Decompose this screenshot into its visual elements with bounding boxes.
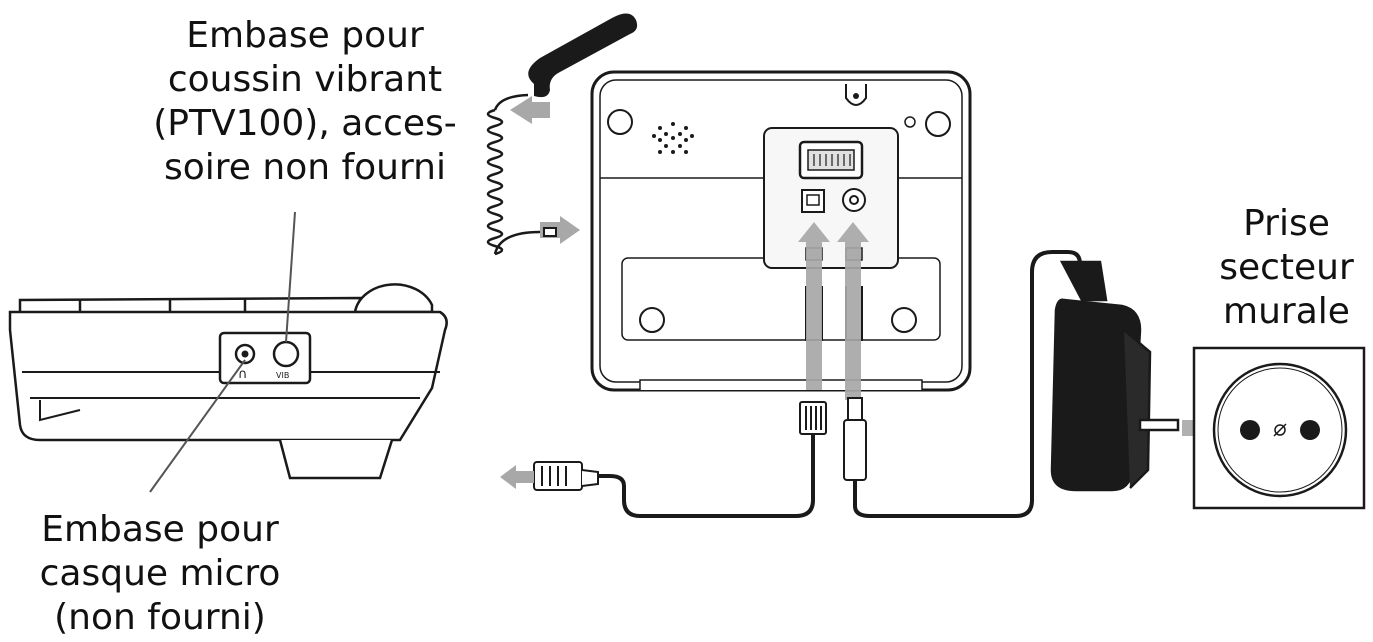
headset-label-line-3: (non fourni) (54, 597, 266, 638)
socket-label-line-1: Prise (1243, 203, 1330, 244)
headset-leader-line (149, 359, 246, 493)
wall-line-arrow (500, 465, 534, 489)
socket-label-line-2: secteur (1219, 247, 1354, 288)
insertion-arrows (798, 222, 869, 400)
phone-line-cable (580, 434, 815, 518)
power-cable (853, 250, 1082, 518)
power-adapter (1050, 260, 1180, 492)
power-plug (843, 397, 867, 481)
wall-socket-label: Prise secteur murale (1200, 202, 1373, 334)
vibrant-pad-jack-label: Embase pour coussin vibrant (PTV100), ac… (100, 14, 510, 190)
vibrant-label-line-3: (PTV100), acces- (153, 103, 457, 144)
rj11-wall-plug (533, 461, 599, 491)
headset-label-line-1: Embase pour (41, 509, 279, 550)
headset-label-line-2: casque micro (39, 553, 281, 594)
vibrant-label-line-1: Embase pour (186, 15, 424, 56)
headset-jack-label: Embase pour casque micro (non fourni) (20, 508, 300, 640)
vibrant-label-line-2: coussin vibrant (167, 59, 443, 100)
vibrant-label-line-4: soire non fourni (164, 147, 446, 188)
coiled-cord (486, 93, 541, 256)
phone-side-view (8, 283, 448, 480)
handset (528, 13, 638, 98)
vibrant-leader-line (285, 211, 296, 343)
handset-arrow (510, 96, 550, 124)
socket-label-line-3: murale (1223, 291, 1350, 332)
line-plug (799, 401, 827, 435)
wall-socket (1192, 346, 1366, 510)
phone-rear-view (590, 70, 972, 392)
headset-port-mark: ∩ (238, 367, 248, 382)
vib-port-mark: VIB (276, 371, 289, 380)
